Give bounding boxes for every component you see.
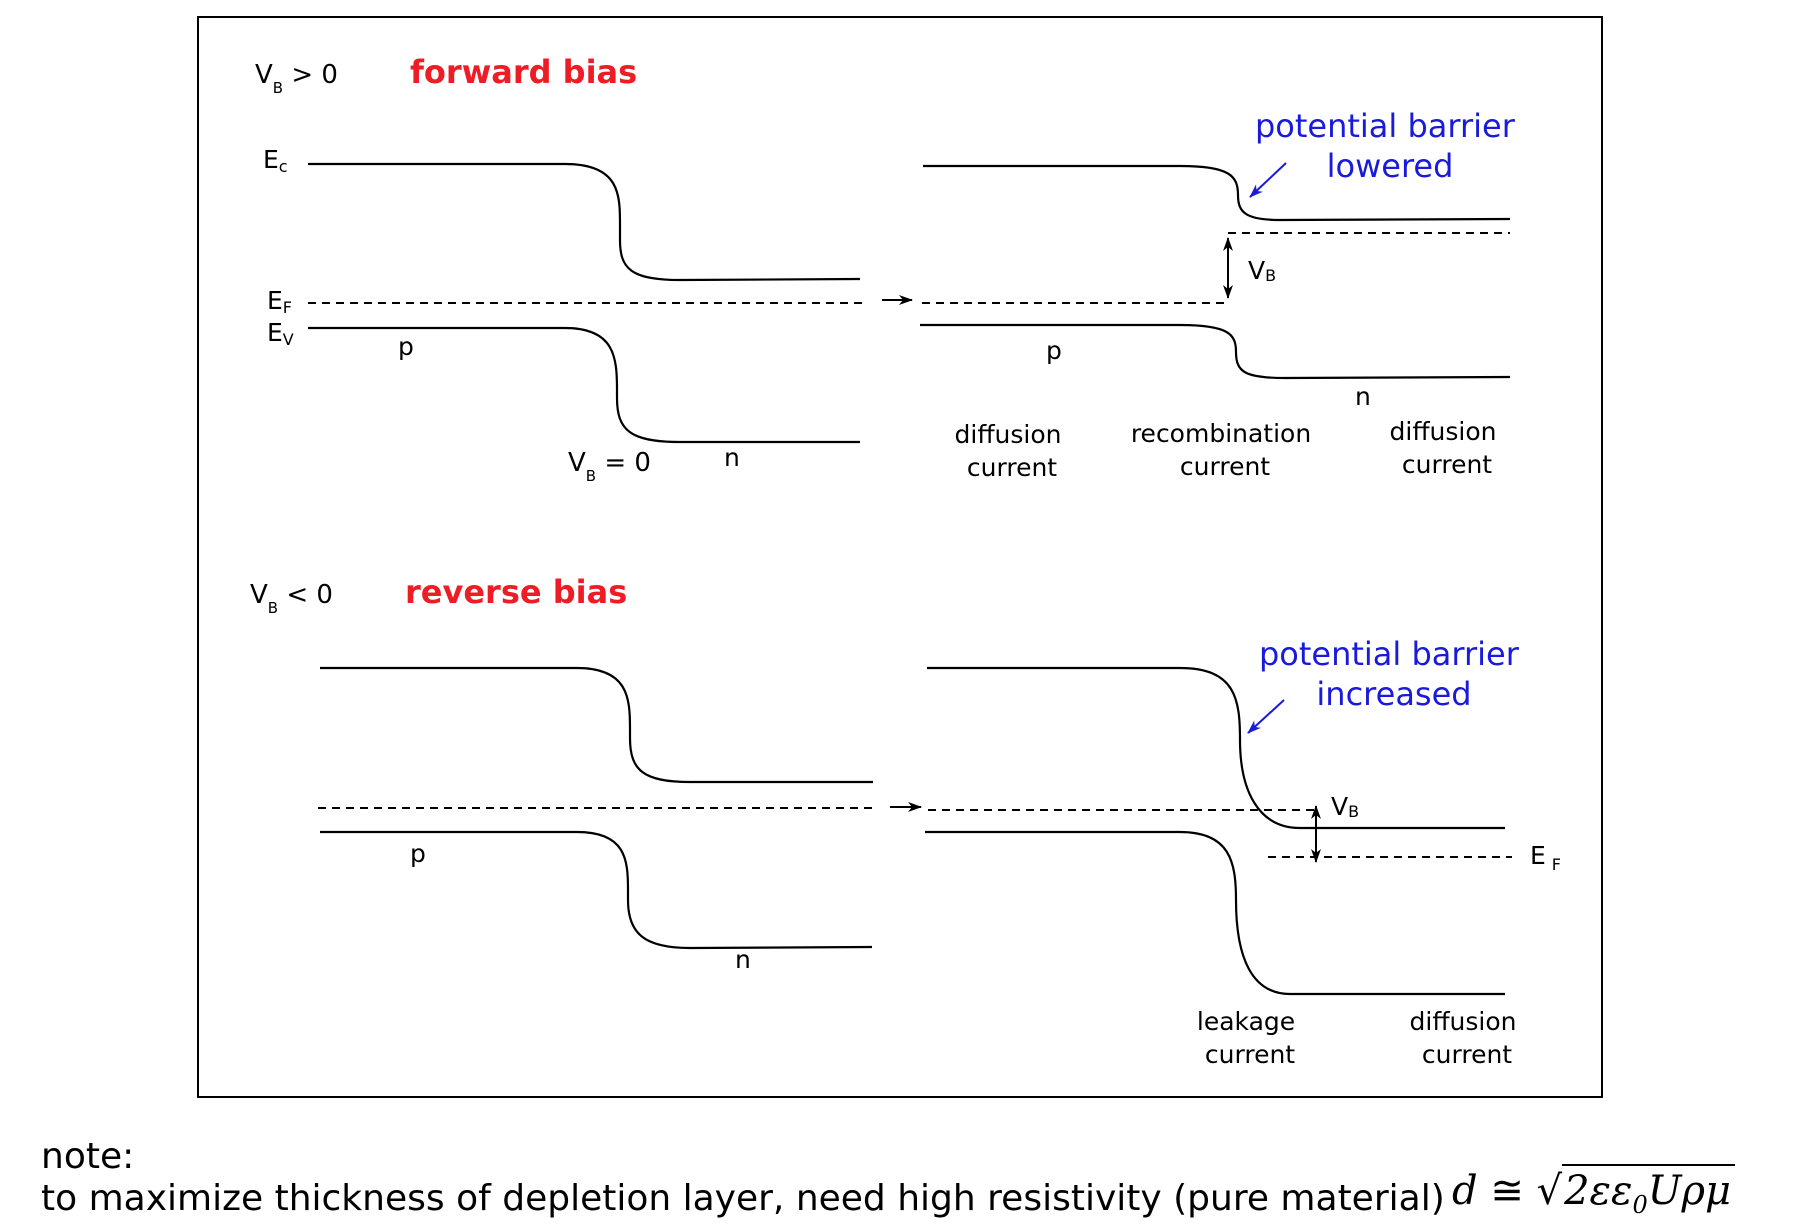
left-n-label: n bbox=[724, 443, 740, 472]
zero-bias-label: VB = 0 bbox=[568, 448, 651, 485]
depletion-thickness-formula: d ≅ √2εε0Uρμ bbox=[1452, 1164, 1735, 1219]
barrier-increased-arrow bbox=[1247, 699, 1285, 734]
forward-current-3: diffusion current bbox=[1390, 417, 1505, 479]
valence-band-right bbox=[920, 323, 1511, 380]
note-heading: note: bbox=[41, 1136, 135, 1177]
reverse-conduction-band-right bbox=[927, 666, 1505, 830]
forward-condition: VB > 0 bbox=[255, 60, 338, 97]
reverse-conduction-band-left bbox=[320, 666, 873, 784]
formula-radical: √ bbox=[1536, 1168, 1563, 1214]
left-p-label: p bbox=[398, 332, 414, 361]
formula-lhs: d bbox=[1452, 1168, 1478, 1214]
reverse-current-1: leakage current bbox=[1197, 1007, 1303, 1069]
vb-forward-label: VB bbox=[1248, 256, 1276, 285]
reverse-current-2: diffusion current bbox=[1410, 1007, 1525, 1069]
conduction-band-right bbox=[923, 164, 1511, 222]
reverse-left-n-label: n bbox=[735, 945, 751, 974]
ev-label: EV bbox=[267, 318, 294, 349]
figure-border bbox=[197, 16, 1603, 1098]
forward-current-2: recombination current bbox=[1131, 419, 1319, 481]
right-p-label: p bbox=[1046, 336, 1062, 365]
valence-band-left bbox=[308, 326, 860, 444]
formula-op: ≅ bbox=[1490, 1168, 1524, 1214]
formula-radicand: 2εε0Uρμ bbox=[1562, 1164, 1735, 1219]
right-n-label: n bbox=[1355, 382, 1371, 411]
reverse-valence-band-left bbox=[320, 830, 873, 950]
note-text: to maximize thickness of depletion layer… bbox=[41, 1178, 1445, 1219]
ef-label: EF bbox=[267, 286, 292, 317]
reverse-bias-title: reverse bias bbox=[405, 573, 627, 611]
barrier-lowered-note: potential barrier lowered bbox=[1255, 107, 1525, 185]
reverse-valence-band-right bbox=[925, 830, 1505, 996]
vb-reverse-label: VB bbox=[1331, 792, 1359, 821]
forward-bias-title: forward bias bbox=[410, 53, 637, 91]
barrier-increased-note: potential barrier increased bbox=[1259, 635, 1529, 713]
forward-current-1: diffusion current bbox=[955, 420, 1070, 482]
ec-label: Ec bbox=[263, 145, 288, 176]
barrier-lowered-arrow bbox=[1249, 162, 1287, 198]
reverse-condition: VB < 0 bbox=[250, 580, 333, 617]
reverse-left-p-label: p bbox=[410, 839, 426, 868]
conduction-band-left bbox=[308, 162, 861, 282]
